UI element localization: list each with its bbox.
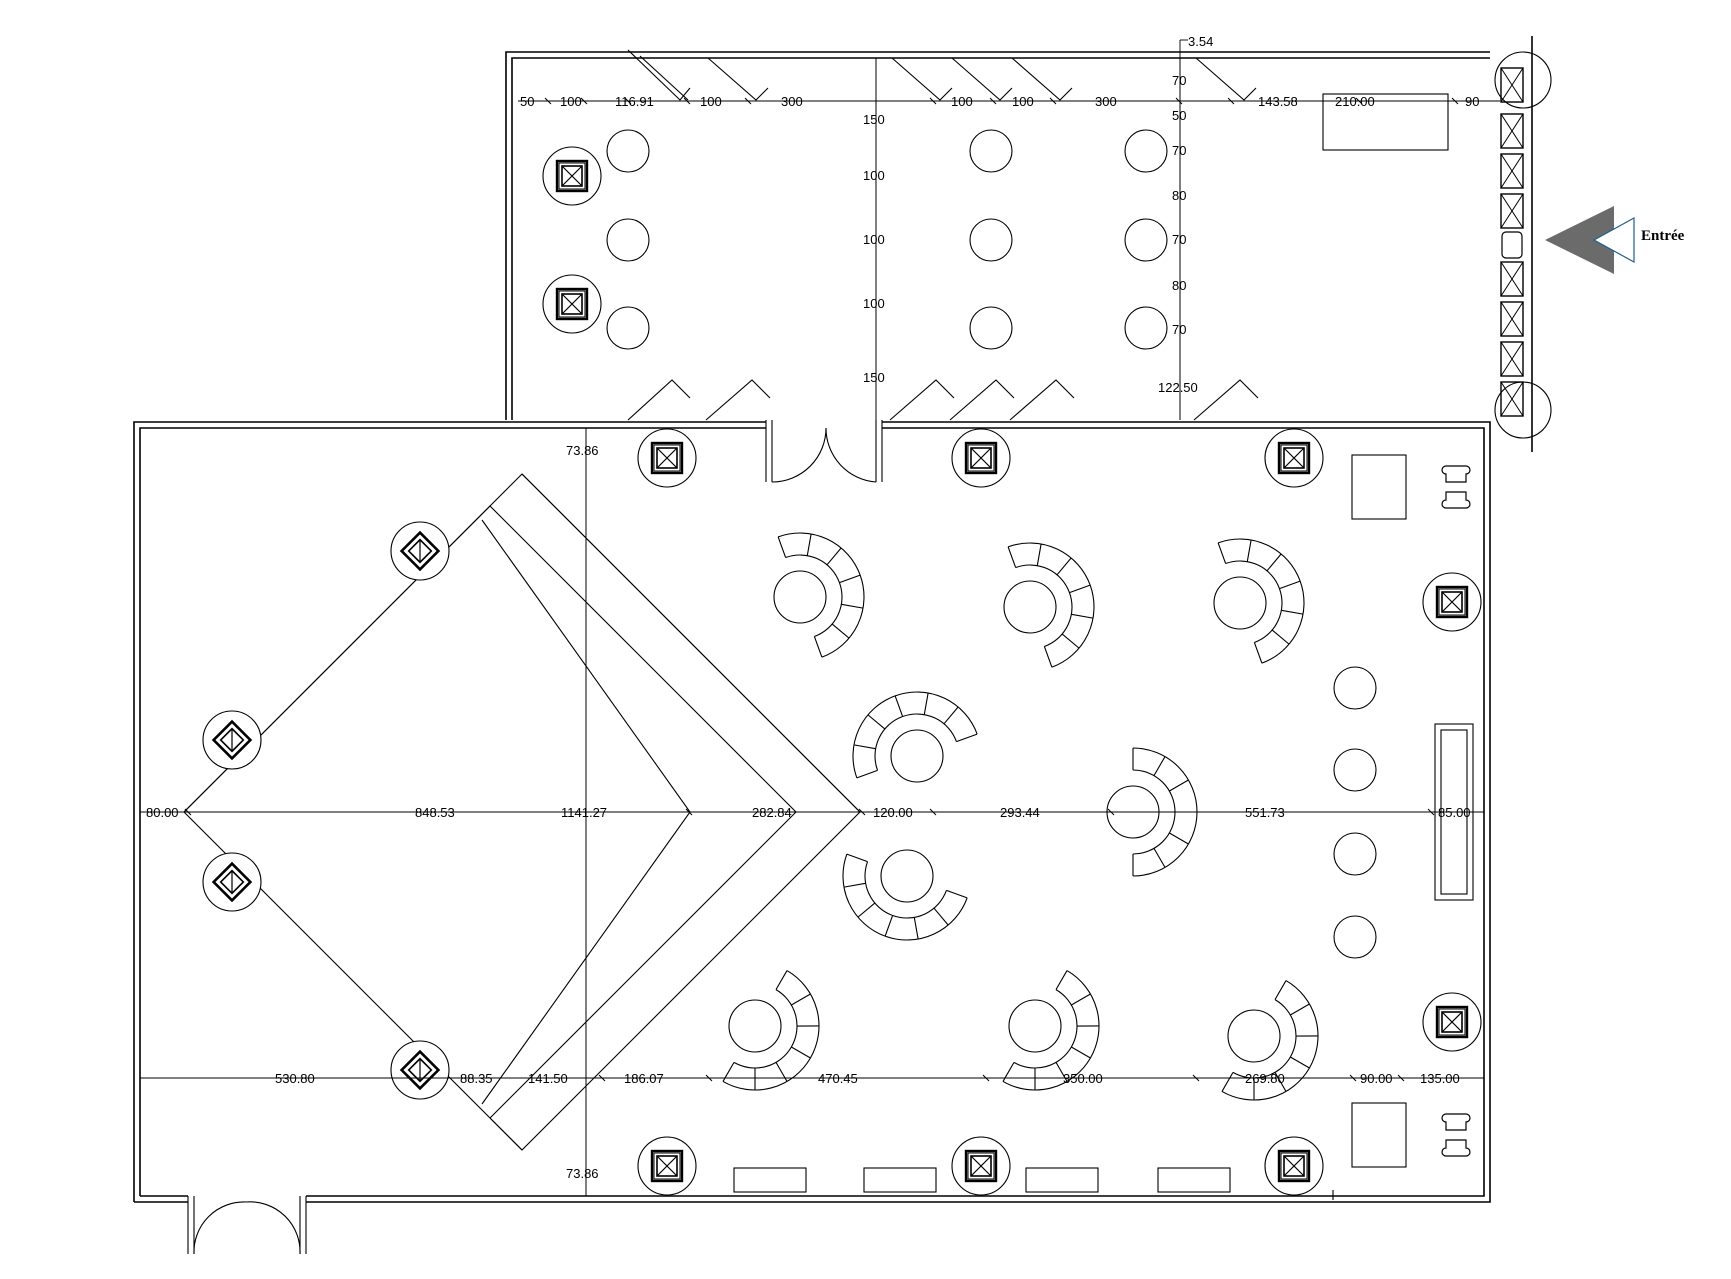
dim-label: 150 xyxy=(863,370,885,385)
dim-label: 70 xyxy=(1172,73,1186,88)
dim-label: 300 xyxy=(1095,94,1117,109)
dim-label: 85.00 xyxy=(1438,805,1471,820)
dim-label: 470.45 xyxy=(818,1071,858,1086)
dim-label: 116.91 xyxy=(615,94,654,109)
speaker-icon xyxy=(950,427,1012,489)
dimension-lines xyxy=(140,58,1500,1196)
dim-label: 282.84 xyxy=(752,805,792,820)
truss xyxy=(1494,51,1552,439)
dimension-labels: 3.54 50 100 116.91 100 300 100 100 300 1… xyxy=(146,34,1479,1181)
dim-label: 141.50 xyxy=(528,1071,568,1086)
dim-label: 100 xyxy=(863,296,885,311)
dim-label: 120.00 xyxy=(873,805,913,820)
speaker-icon xyxy=(541,145,603,207)
dim-label: 150 xyxy=(863,112,885,127)
dim-label: 100 xyxy=(1012,94,1034,109)
dim-label: 70 xyxy=(1172,232,1186,247)
dim-label: 90.00 xyxy=(1360,1071,1393,1086)
dim-label: 73.86 xyxy=(566,1166,599,1181)
dim-label: 100 xyxy=(700,94,722,109)
dim-label: 100 xyxy=(863,168,885,183)
door-swing-icon xyxy=(187,1196,307,1255)
speaker-icon xyxy=(636,427,698,489)
dim-label: 80.00 xyxy=(146,805,179,820)
dim-label: 848.53 xyxy=(415,805,455,820)
dim-label: 50 xyxy=(1172,108,1186,123)
dim-label: 100 xyxy=(951,94,973,109)
dim-label: 88.35 xyxy=(460,1071,493,1086)
dim-label: 50 xyxy=(520,94,534,109)
dim-label: 210.00 xyxy=(1335,94,1375,109)
dim-label: 80 xyxy=(1172,188,1186,203)
dim-label: 350.00 xyxy=(1063,1071,1103,1086)
dim-label: 73.86 xyxy=(566,443,599,458)
chair-pair xyxy=(1441,465,1471,509)
dim-label: 3.54 xyxy=(1188,34,1213,49)
speaker-icon xyxy=(950,1135,1012,1197)
dim-label: 80 xyxy=(1172,278,1186,293)
dim-label: 70 xyxy=(1172,143,1186,158)
speaker-icon xyxy=(389,1039,451,1101)
speaker-icon xyxy=(541,273,603,335)
speaker-icon xyxy=(389,520,451,582)
dim-label: 100 xyxy=(863,232,885,247)
main-hall xyxy=(133,420,1491,1255)
speaker-icon xyxy=(1421,991,1483,1053)
chair-pair xyxy=(1441,1113,1471,1157)
dim-label: 551.73 xyxy=(1245,805,1285,820)
speaker-icon xyxy=(1263,427,1325,489)
dim-label: 122.50 xyxy=(1158,380,1198,395)
lounge-seating xyxy=(722,514,1377,1124)
dim-label: 269.80 xyxy=(1245,1071,1285,1086)
dim-label: 186.07 xyxy=(624,1071,664,1086)
top-annex xyxy=(505,39,1490,421)
speaker-icon xyxy=(1421,571,1483,633)
dim-label: 530.80 xyxy=(275,1071,315,1086)
dim-label: 70 xyxy=(1172,322,1186,337)
entrance-arrow-icon xyxy=(1545,206,1635,274)
entrance-label: Entrée xyxy=(1641,228,1685,244)
entrance-truss: Entrée xyxy=(1494,36,1685,452)
dim-label: 293.44 xyxy=(1000,805,1040,820)
dim-label: 90 xyxy=(1465,94,1479,109)
dim-label: 300 xyxy=(781,94,803,109)
dim-label: 135.00 xyxy=(1420,1071,1460,1086)
dim-label: 100 xyxy=(560,94,582,109)
speaker-icon xyxy=(201,709,263,771)
dim-label: 1141.27 xyxy=(561,805,607,820)
speaker-icon xyxy=(201,851,263,913)
dim-label: 143.58 xyxy=(1258,94,1298,109)
speaker-icon xyxy=(636,1135,698,1197)
speaker-icon xyxy=(1263,1135,1325,1197)
door-swing-icon xyxy=(765,420,883,483)
